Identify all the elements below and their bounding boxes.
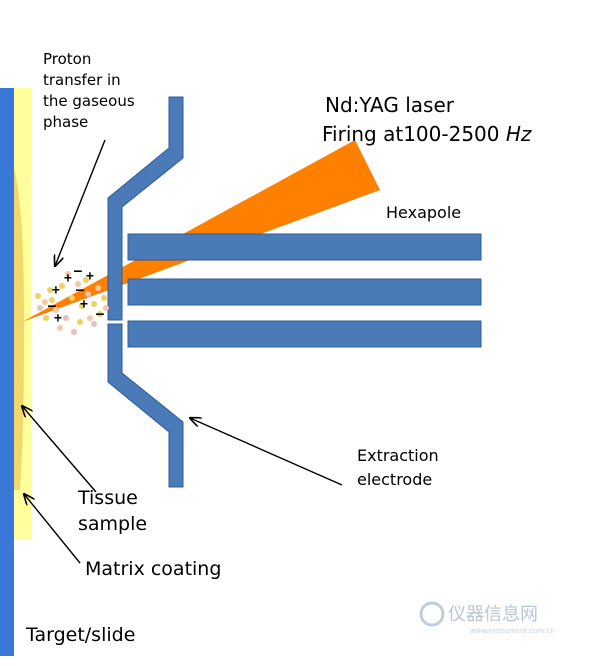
extraction-arrow <box>190 418 343 486</box>
proton-arrow <box>55 139 106 266</box>
tissue-arrow <box>22 406 97 493</box>
tissue-sample-label: Tissue sample <box>77 487 147 535</box>
plus-charge: + <box>52 283 60 298</box>
minus-charge: – <box>74 264 82 279</box>
minus-charge: – <box>48 299 56 314</box>
watermark-subtext: www.instrument.com.cn <box>470 627 555 635</box>
plus-charge: + <box>54 311 62 326</box>
hexapole-rod-middle <box>127 278 482 306</box>
proton-transfer-label: Proton transfer in the gaseous phase <box>43 50 139 131</box>
target-slide-label: Target/slide <box>25 624 135 646</box>
watermark-logo-icon <box>419 601 445 627</box>
plus-charge: + <box>64 271 72 286</box>
minus-charge: – <box>76 283 84 298</box>
charge-markers: + – + + – – + + – <box>48 264 104 326</box>
hexapole-rod-bottom <box>127 320 482 348</box>
matrix-coating-label: Matrix coating <box>85 558 221 580</box>
extraction-electrode-lower <box>107 323 184 488</box>
target-slide <box>0 88 14 656</box>
extraction-electrode-label: Extraction electrode <box>357 446 444 489</box>
minus-charge: – <box>96 307 104 322</box>
watermark-text: 仪器信息网 <box>448 604 538 625</box>
ion-plume <box>35 271 109 335</box>
hexapole-rod-top <box>127 233 482 261</box>
laser-label-line1: Nd:YAG laser <box>325 93 455 117</box>
plus-charge: + <box>86 269 94 284</box>
matrix-arrow <box>24 494 81 564</box>
watermark: 仪器信息网 www.instrument.com.cn <box>419 601 555 635</box>
extraction-electrode-upper <box>107 96 184 321</box>
laser-label-line2: Firing at100-2500 Hz <box>322 122 532 146</box>
hexapole-label: Hexapole <box>386 203 461 222</box>
plus-charge: + <box>80 297 88 312</box>
